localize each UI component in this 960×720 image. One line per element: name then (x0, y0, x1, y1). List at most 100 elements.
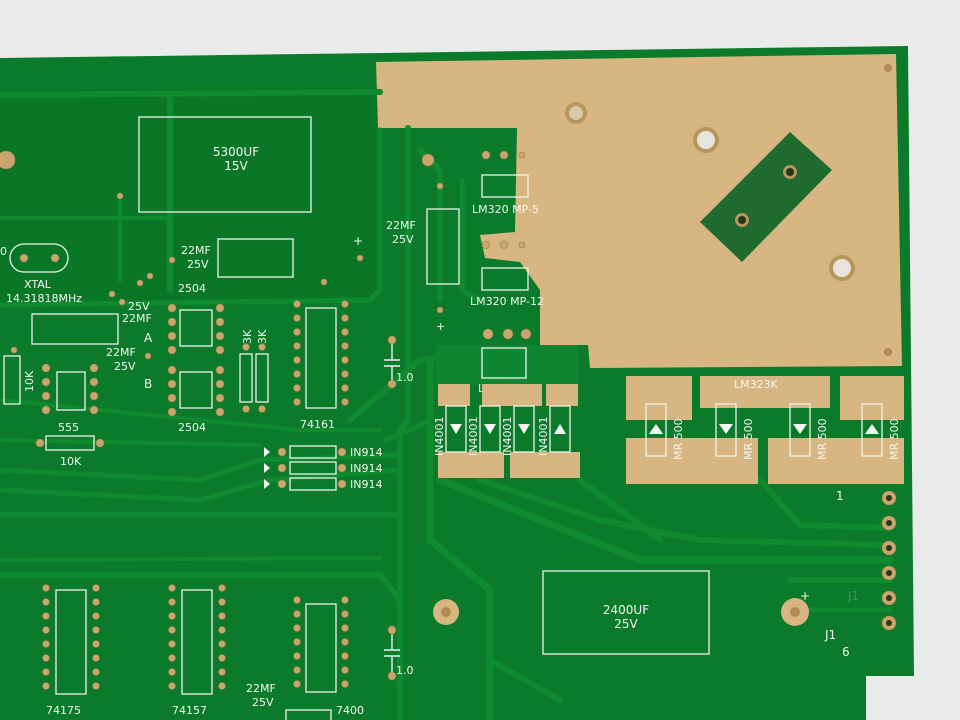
cap-1-0-a-label: 1.0 (396, 371, 414, 384)
cap-1-0-b-symbol (384, 632, 400, 672)
trace-group (0, 89, 894, 720)
res-10k-vertical (3, 355, 21, 405)
ic-74161-pins (293, 300, 349, 406)
cap-22mf-e-voltage: 25V (252, 696, 274, 709)
cap-22mf-v-voltage: 25V (392, 233, 414, 246)
ic-2504-bottom-outline (179, 371, 213, 409)
mr500-1-label: MR 500 (672, 418, 685, 460)
ic-74175-label: 74175 (46, 704, 81, 717)
mr500-3-label: MR 500 (816, 418, 829, 460)
res-3k-1-label: 3K (241, 329, 254, 344)
ic-7400-outline (305, 603, 337, 693)
in4001-3-label: IN4001 (501, 417, 514, 456)
in914-2-label: IN914 (350, 462, 382, 475)
regulator-pins (421, 150, 532, 340)
ic-2504-top-label: 2504 (178, 282, 206, 295)
ic-555-label: 555 (58, 421, 79, 434)
ic-2504-top-outline (179, 309, 213, 347)
mr500-diodes (645, 403, 883, 457)
in4001-2-label: IN4001 (467, 417, 480, 456)
ic-555-outline (56, 371, 86, 411)
copper-heatsink-plane (376, 54, 902, 368)
res-3k-2 (255, 353, 269, 403)
ic-74161-label: 74161 (300, 418, 335, 431)
resistor-outline (31, 313, 119, 345)
cap-22mf-e-label: 22MF (246, 682, 276, 695)
cap-2400-outline (542, 570, 710, 655)
in4001-pads (438, 384, 580, 478)
cap-22mf-voltage: 25V (187, 258, 209, 271)
mount-hole (884, 348, 892, 356)
j1-connector-pins (881, 490, 897, 631)
plus-mark: + (353, 234, 363, 248)
in914-1-label: IN914 (350, 446, 382, 459)
mount-hole (738, 216, 746, 224)
res-3k-2-label: 3K (256, 329, 269, 344)
label-b: B (144, 377, 152, 391)
cap-5300-label: 5300UF (213, 145, 259, 159)
mr500-4-label: MR 500 (888, 418, 901, 460)
lm320-mp12-outline (481, 267, 529, 291)
cap-2400-label: 2400UF (603, 603, 649, 617)
label-a: A (144, 331, 153, 345)
j1-pin6-label: 6 (842, 645, 850, 659)
j1-faint-label: J1 (847, 589, 859, 603)
res-10k-horizontal (45, 435, 95, 451)
ic-74157-label: 74157 (172, 704, 207, 717)
ic-74161-outline (305, 307, 337, 409)
cap-22mf-outline (217, 238, 294, 278)
j1-label: J1 (824, 628, 836, 642)
mount-hole (569, 106, 583, 120)
mount-hole (786, 168, 794, 176)
cap-1-0-a-symbol (384, 342, 400, 382)
cap-22mf-label: 22MF (181, 244, 211, 257)
cap-5300-voltage: 15V (224, 159, 248, 173)
in914-diodes (264, 445, 347, 491)
xtal-frequency: 14.31818MHz (6, 292, 82, 305)
in914-3-label: IN914 (350, 478, 382, 491)
cap-22mf-v-label: 22MF (386, 219, 416, 232)
res-3k-1 (239, 353, 253, 403)
ic-555-pins (41, 363, 99, 415)
cap-2400-voltage: 25V (614, 617, 638, 631)
cap-22mf-vertical (426, 208, 460, 285)
mount-hole (833, 259, 851, 277)
lm323k-label: LM323K (734, 378, 779, 391)
cap-22mf-d-label: 22MF (106, 346, 136, 359)
mr500-2-label: MR 500 (742, 418, 755, 460)
cap-22mf-c-label: 22MF (122, 312, 152, 325)
lm320-mp5-outline (481, 174, 529, 198)
lm340-outline (481, 347, 527, 379)
mr500-pads (626, 376, 904, 484)
lm320-mp5-label: LM320 MP-5 (472, 203, 539, 216)
lm320-mp12-label: LM320 MP-12 (470, 295, 544, 308)
mount-hole (697, 131, 715, 149)
cap-22mf-e-outline (285, 709, 332, 720)
in4001-diodes (445, 405, 571, 453)
ic-7400-label: 7400 (336, 704, 364, 717)
bottom-ic-pins (42, 584, 349, 690)
vias (0, 150, 526, 360)
lm340-island (436, 345, 578, 385)
in4001-1-label: IN4001 (433, 417, 446, 456)
res-10k-h-label: 10K (60, 455, 82, 468)
cap-1-0-b-label: 1.0 (396, 664, 414, 677)
ic-74175-outline (55, 589, 87, 695)
plus-mark-b: + (436, 320, 445, 333)
in4001-4-label: IN4001 (537, 417, 550, 456)
xtal-outline (9, 243, 69, 273)
board-shade (0, 88, 380, 305)
xtal-number: 0 (0, 245, 7, 258)
ic-2504-pins (167, 303, 225, 417)
large-pad-hole (790, 607, 800, 617)
j1-pin1-label: 1 (836, 489, 844, 503)
cap-22mf-d-voltage: 25V (114, 360, 136, 373)
xtal-label: XTAL (24, 278, 52, 291)
conn-plus-mark: + (800, 589, 810, 603)
mount-hole (884, 64, 892, 72)
cap-5300-outline (138, 116, 312, 213)
heatsink-slot (700, 132, 832, 262)
cap-25v-label: 25V (128, 300, 150, 313)
ic-74157-outline (181, 589, 213, 695)
